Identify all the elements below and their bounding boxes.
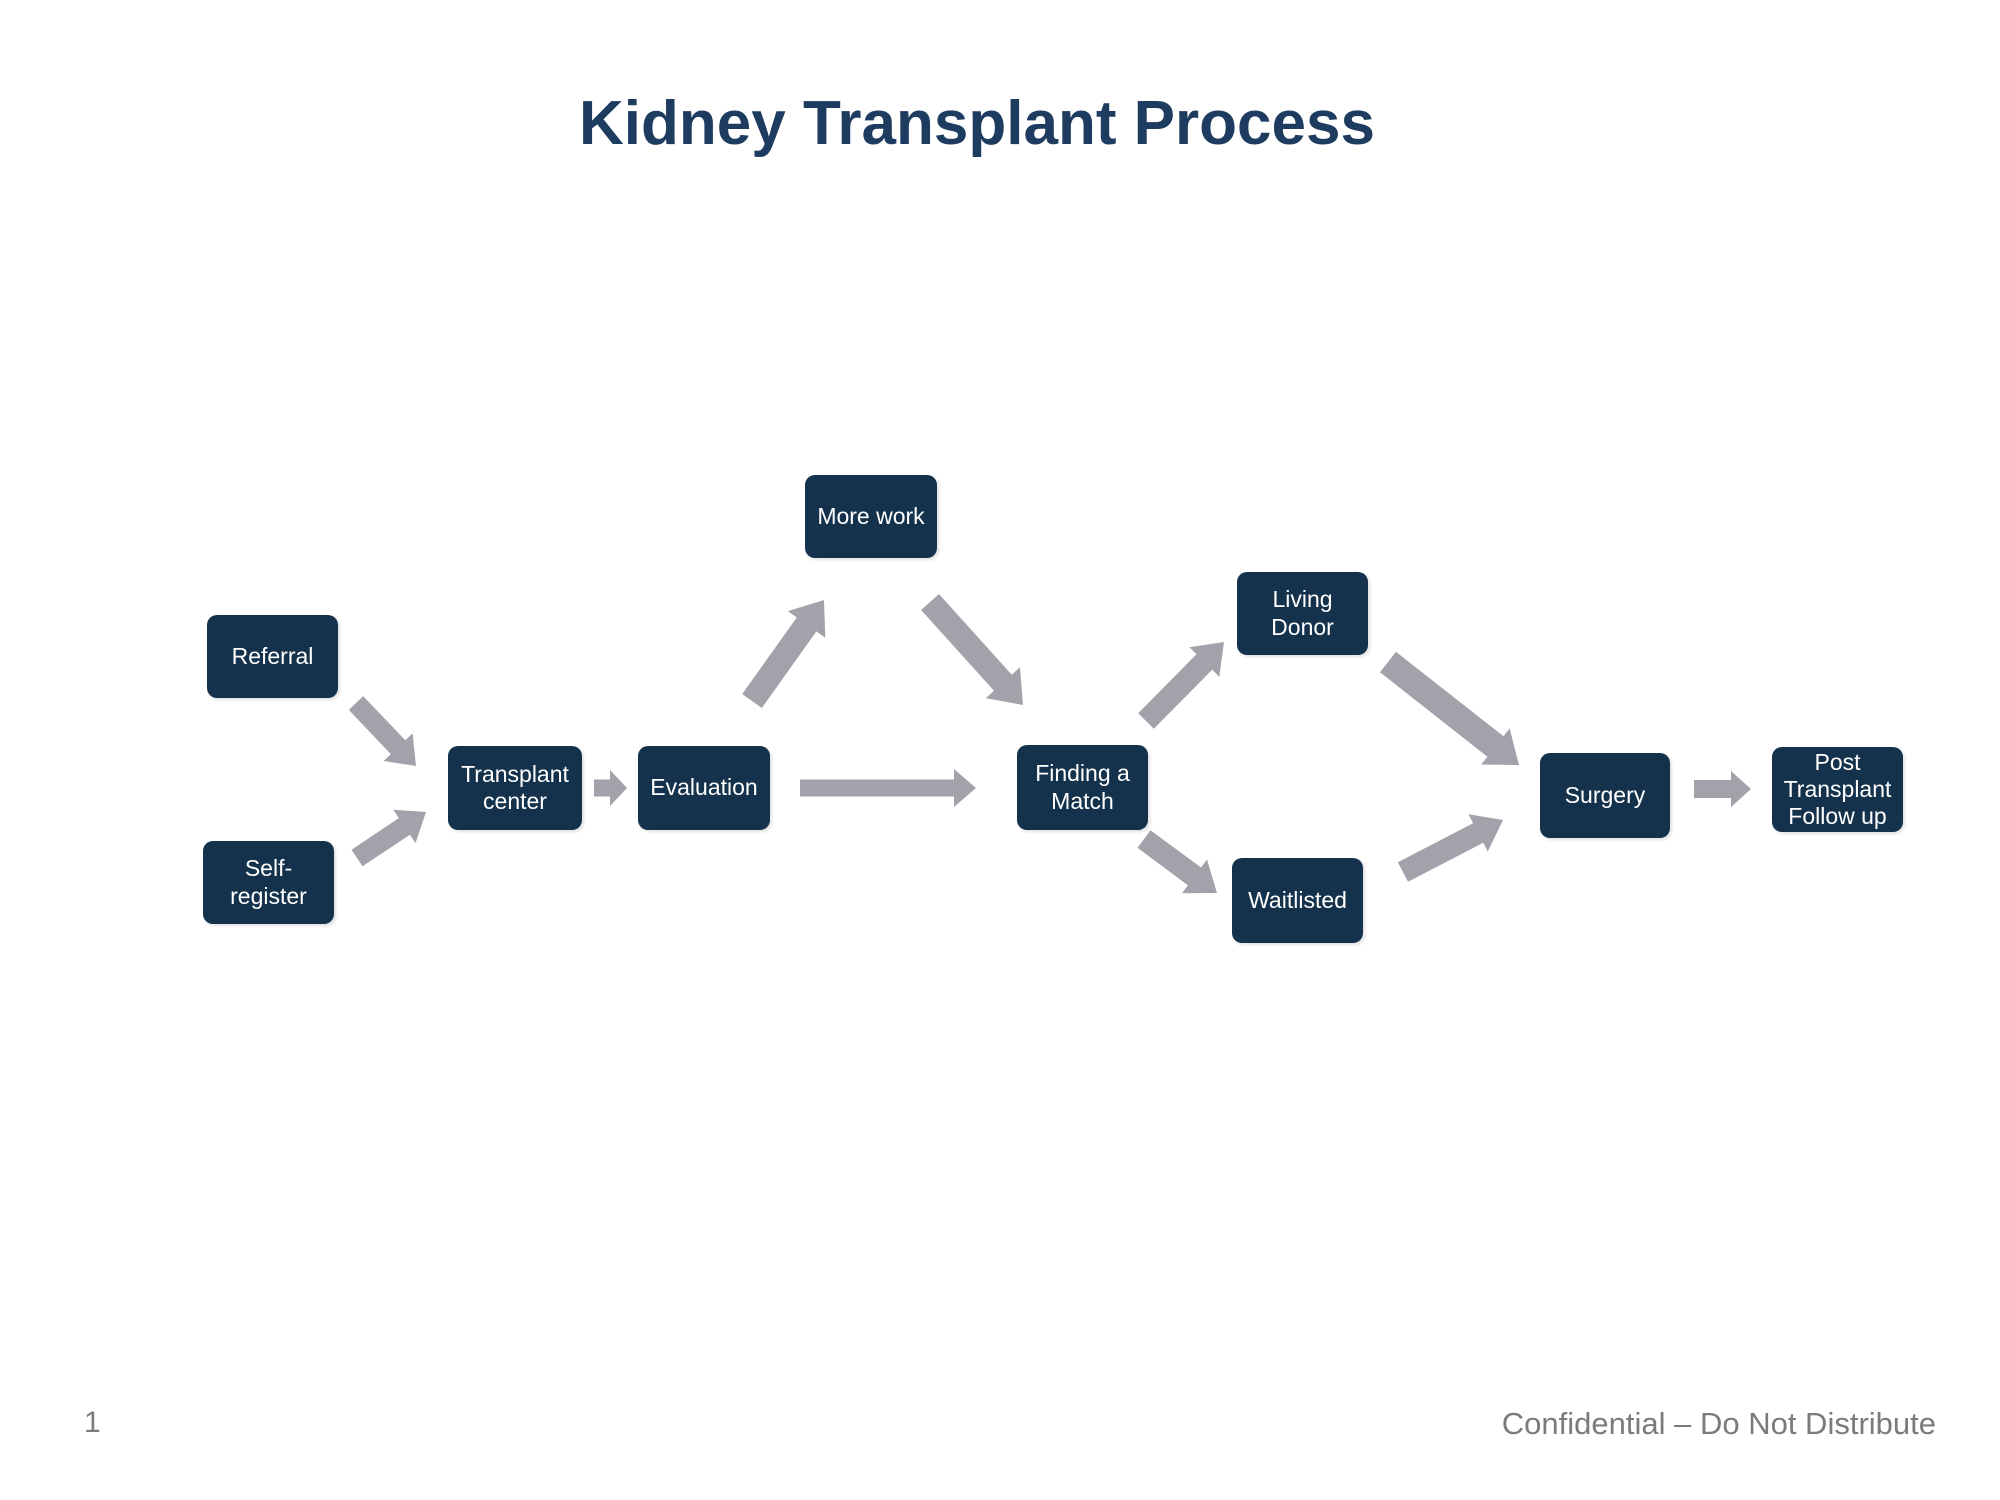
- node-referral: Referral: [207, 615, 338, 698]
- slide-title: Kidney Transplant Process: [579, 89, 1375, 158]
- confidentiality-footer: Confidential – Do Not Distribute: [1501, 1406, 1936, 1441]
- arrow-referral-to-transplant-center: [348, 696, 416, 766]
- node-more-work: More work: [805, 475, 937, 558]
- node-evaluation: Evaluation: [638, 746, 770, 830]
- node-post-transplant-follow-up: Post Transplant Follow up: [1772, 747, 1903, 832]
- node-waitlisted: Waitlisted: [1232, 858, 1363, 943]
- node-transplant-center: Transplant center: [448, 746, 582, 830]
- node-finding-a-match: Finding a Match: [1017, 745, 1148, 830]
- arrow-evaluation-to-more-work: [742, 600, 826, 708]
- arrow-self-register-to-transplant-center: [351, 809, 426, 867]
- node-self-register: Self- register: [203, 841, 334, 924]
- page-number: 1: [84, 1406, 101, 1439]
- arrow-finding-a-match-to-living-donor: [1138, 642, 1224, 729]
- node-surgery: Surgery: [1540, 753, 1670, 838]
- arrow-more-work-to-finding-a-match: [921, 594, 1023, 705]
- node-living-donor: Living Donor: [1237, 572, 1368, 655]
- arrow-living-donor-to-surgery: [1380, 651, 1519, 765]
- arrow-finding-a-match-to-waitlisted: [1137, 830, 1217, 894]
- arrow-evaluation-to-finding-a-match: [800, 769, 976, 807]
- arrow-surgery-to-post-transplant-follow-up: [1694, 771, 1751, 807]
- arrow-transplant-center-to-evaluation: [594, 770, 627, 806]
- arrow-waitlisted-to-surgery: [1397, 814, 1503, 882]
